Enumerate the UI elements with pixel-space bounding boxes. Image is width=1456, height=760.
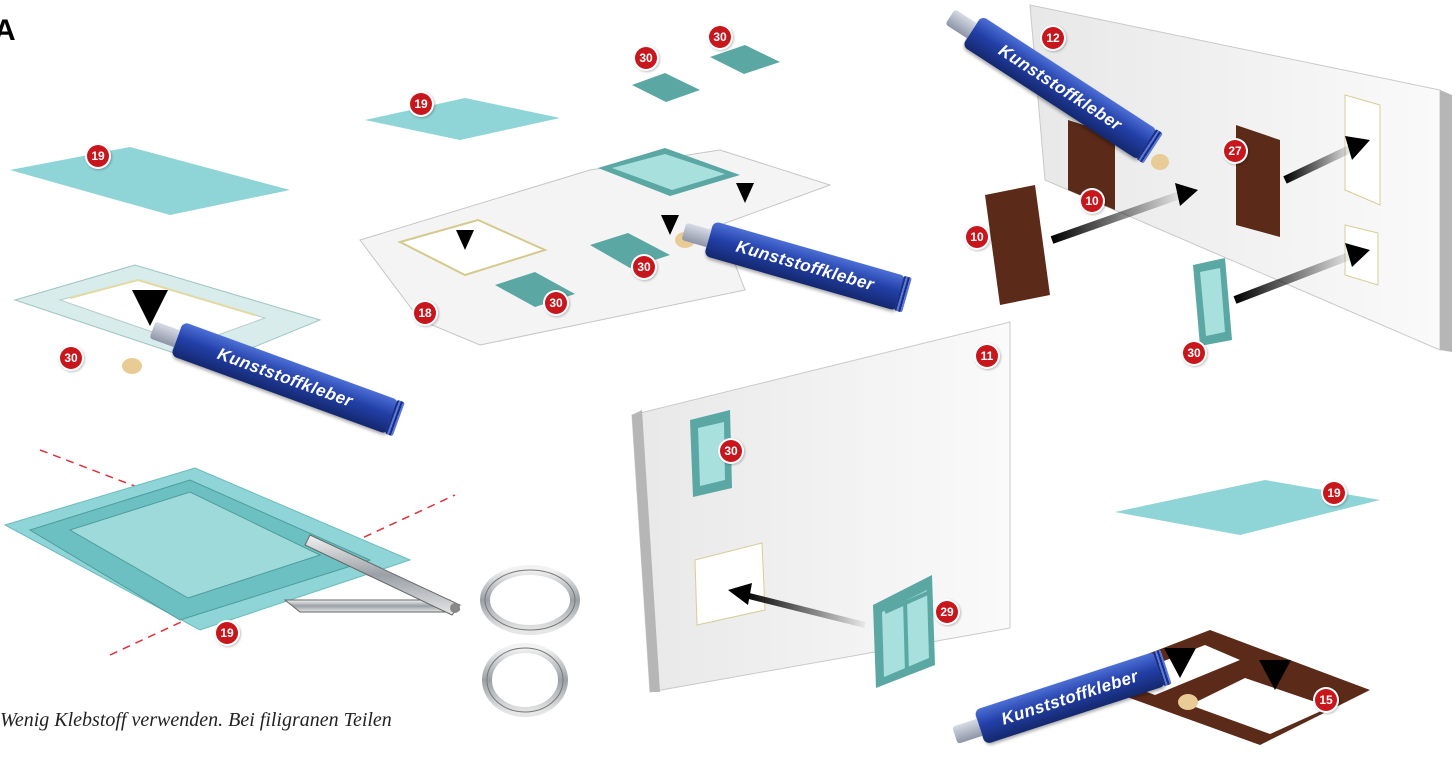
glue-drop bbox=[1151, 154, 1169, 170]
arrow-head bbox=[456, 230, 474, 250]
part-badge: 11 bbox=[976, 345, 998, 367]
part-badge: 12 bbox=[1042, 27, 1064, 49]
part-badge: 30 bbox=[1183, 342, 1205, 364]
arrow-head bbox=[1345, 136, 1370, 160]
part-badge: 15 bbox=[1315, 689, 1337, 711]
door-panel bbox=[1068, 120, 1115, 210]
arrow-head bbox=[661, 215, 679, 235]
arrow-head bbox=[1345, 243, 1370, 267]
door-panel-27 bbox=[1236, 125, 1280, 237]
part-badge: 30 bbox=[545, 292, 567, 314]
arrow-head bbox=[1175, 183, 1198, 206]
arrow-head bbox=[132, 290, 168, 326]
arrow-icon bbox=[1233, 251, 1354, 304]
glass-sheet bbox=[365, 98, 560, 140]
wall-edge bbox=[1440, 90, 1452, 352]
part-badge: 18 bbox=[414, 302, 436, 324]
plate-opening bbox=[397, 218, 548, 277]
glue-bead bbox=[69, 278, 256, 316]
figure-letter: A bbox=[0, 14, 16, 47]
part-badge: 30 bbox=[720, 440, 742, 462]
panel-cut-glass bbox=[3, 449, 580, 717]
part-badge: 30 bbox=[709, 26, 731, 48]
glass-30 bbox=[1200, 268, 1225, 336]
glass-sheet bbox=[10, 147, 290, 215]
part-badge: 27 bbox=[1224, 140, 1246, 162]
wall-opening bbox=[1344, 94, 1381, 206]
scissors-icon bbox=[283, 534, 580, 717]
part-badge: 19 bbox=[410, 93, 432, 115]
arrow-head bbox=[1259, 660, 1291, 690]
part-badge: 10 bbox=[1081, 190, 1103, 212]
part-badge: 29 bbox=[936, 601, 958, 623]
arrow-icon bbox=[1283, 144, 1354, 184]
door-panel-10 bbox=[985, 185, 1050, 305]
wall-edge bbox=[632, 410, 660, 692]
part-badge: 19 bbox=[1323, 482, 1345, 504]
arrow-head bbox=[728, 583, 752, 605]
part-badge: 30 bbox=[633, 256, 655, 278]
arrow-head bbox=[736, 183, 754, 203]
cut-line bbox=[109, 494, 456, 656]
wall-panel bbox=[631, 321, 1011, 693]
part-badge: 19 bbox=[87, 145, 109, 167]
part-badge: 30 bbox=[635, 47, 657, 69]
part-badge: 10 bbox=[966, 226, 988, 248]
arrow-head bbox=[1164, 648, 1196, 678]
panel-window-frame-glazing bbox=[10, 147, 322, 374]
panel-wall-window bbox=[631, 321, 1011, 693]
panel-floor-plate bbox=[359, 45, 832, 346]
small-window bbox=[710, 45, 780, 74]
frame-opening bbox=[1190, 678, 1330, 734]
panel-wall-doors bbox=[985, 4, 1452, 352]
glass-sheet bbox=[1115, 480, 1380, 535]
part-badge: 19 bbox=[216, 622, 238, 644]
small-window bbox=[632, 73, 700, 102]
window-bar bbox=[903, 599, 909, 673]
glue-drop bbox=[122, 358, 142, 374]
glass-30 bbox=[698, 422, 725, 486]
arrow-icon bbox=[1050, 191, 1182, 244]
frame-inner bbox=[68, 491, 322, 599]
glue-drop bbox=[1178, 694, 1198, 710]
instruction-caption: Wenig Klebstoff verwenden. Bei filigrane… bbox=[0, 709, 392, 731]
window-bar bbox=[884, 590, 931, 614]
part-badge: 30 bbox=[60, 347, 82, 369]
arrow-icon bbox=[744, 592, 866, 628]
